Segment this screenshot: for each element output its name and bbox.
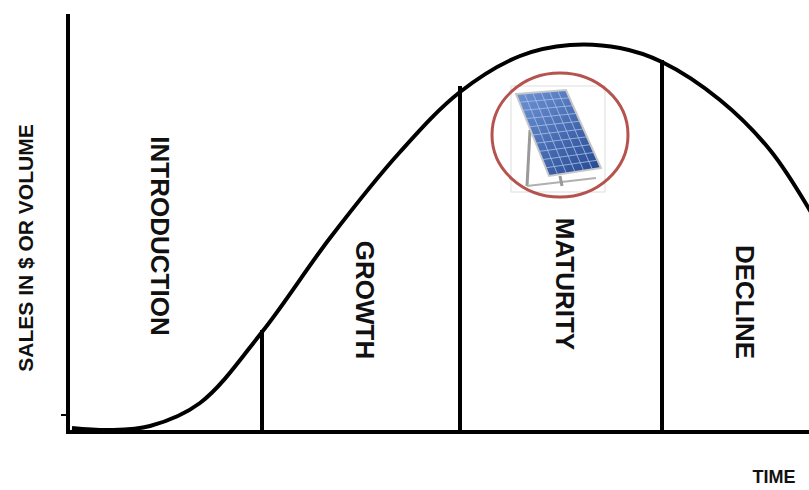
stage-label: MATURITY [552,218,578,350]
panel-stand [527,130,530,186]
stage-label: DECLINE [732,245,758,359]
stage-divider [458,86,462,432]
panel-cell-line [519,98,569,102]
axis-title: TIME [753,468,796,486]
panel-cell-line [546,160,598,168]
stage-divider [660,60,664,432]
panel-cell-line [539,145,590,152]
panel-cell-line [533,129,584,135]
image-frame [511,86,605,192]
stage-divider [260,330,264,432]
axis-title: SALES IN $ OR VOLUME [15,124,36,371]
x-axis [66,430,809,434]
panel-stand [560,176,562,186]
panel-cell-line [523,106,573,111]
panel-cell-line [542,152,594,159]
axis-tick [61,414,68,416]
solar-panel [516,90,601,176]
stage-label: INTRODUCTION [147,136,173,335]
stage-label: GROWTH [352,241,378,359]
panel-cell-line [529,121,580,127]
panel-cell-line [536,137,587,143]
sales-curve [72,44,809,430]
solar-panel-illustration [511,86,605,192]
y-axis [66,14,70,434]
panel-cell-line [526,113,577,118]
highlight-circle [492,73,628,197]
